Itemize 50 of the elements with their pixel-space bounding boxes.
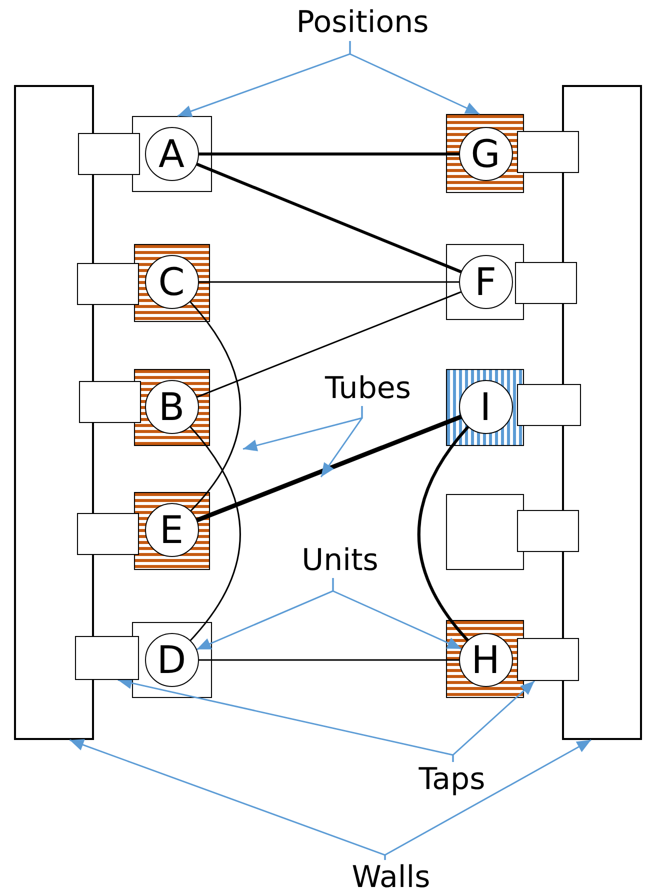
tap-box: [77, 263, 139, 305]
unit-circle: B: [144, 380, 198, 434]
leader-line: [332, 578, 462, 650]
tap-box: [77, 513, 139, 555]
unit-circle: C: [144, 254, 198, 308]
leader-line: [452, 680, 535, 762]
tube-line: [190, 301, 242, 512]
wall-panel: [562, 85, 642, 740]
unit-circle: F: [458, 254, 512, 308]
unit-circle: I: [458, 380, 512, 434]
position-square: [132, 622, 212, 698]
tube-line: [196, 291, 462, 398]
tube-line: [199, 659, 459, 661]
position-square: [446, 369, 524, 446]
callout-label: Units: [292, 542, 388, 578]
tube-line: [196, 162, 462, 274]
callout-label: Walls: [343, 860, 439, 895]
tube-line: [196, 414, 462, 522]
position-square: [446, 620, 524, 698]
position-square: [134, 492, 210, 570]
unit-circle: A: [144, 126, 198, 180]
leader-line: [320, 406, 363, 478]
position-square: [134, 244, 210, 322]
tap-box: [78, 133, 140, 175]
tube-line: [417, 426, 470, 642]
position-square: [446, 114, 524, 193]
tap-box: [517, 384, 581, 426]
leader-line: [384, 739, 592, 860]
tap-box: [517, 638, 579, 681]
unit-circle: H: [458, 632, 512, 686]
wall-panel: [14, 85, 94, 740]
tap-box: [517, 131, 579, 173]
callout-label: Taps: [412, 762, 492, 797]
tap-box: [517, 510, 579, 552]
tap-box: [79, 381, 141, 423]
unit-circle: D: [144, 632, 198, 686]
tap-box: [515, 262, 577, 304]
tap-box: [75, 636, 139, 680]
unit-circle: G: [458, 126, 512, 180]
tube-line: [199, 152, 459, 156]
position-square: [134, 369, 210, 446]
unit-circle: E: [144, 502, 198, 556]
callout-label: Tubes: [316, 370, 420, 406]
tube-line: [190, 426, 241, 641]
leader-line: [349, 41, 480, 115]
tube-line: [199, 281, 459, 283]
position-square: [446, 494, 524, 570]
callout-label: Positions: [280, 3, 445, 41]
position-square: [132, 116, 212, 192]
position-square: [446, 244, 524, 320]
